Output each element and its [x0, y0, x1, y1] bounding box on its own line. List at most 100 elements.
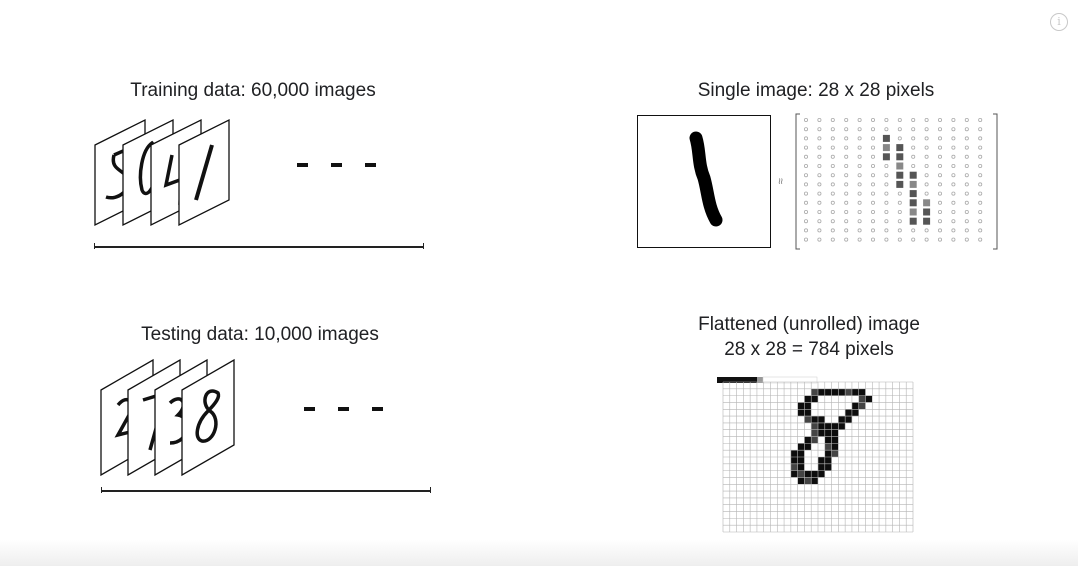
grid-pixel [797, 477, 805, 485]
grid-pixel [818, 388, 825, 396]
matrix-dot [817, 154, 822, 159]
info-icon[interactable]: i [1050, 13, 1068, 31]
grid-pixel [811, 436, 818, 444]
grid-pixel [865, 395, 873, 403]
matrix-dot [924, 182, 929, 187]
testing-ellipsis-dash [304, 407, 315, 411]
grid-pixel [824, 388, 832, 396]
matrix-dot [897, 210, 902, 215]
matrix-dot [871, 136, 876, 141]
matrix-dot [871, 182, 876, 187]
matrix-dot [897, 237, 902, 242]
matrix-dot [978, 219, 983, 224]
training-axis-tick [423, 243, 424, 249]
matrix-dot [897, 228, 902, 233]
grid-pixel [811, 470, 818, 478]
grid-pixel [831, 388, 839, 396]
matrix-dot [884, 164, 889, 169]
matrix-dot [871, 191, 876, 196]
matrix-dot [817, 164, 822, 169]
grid-pixel [804, 443, 812, 451]
matrix-dot [803, 154, 808, 159]
matrix-dot [803, 127, 808, 132]
matrix-dot [911, 127, 916, 132]
matrix-dot [830, 200, 835, 205]
matrix-dot [924, 173, 929, 178]
matrix-pixel [896, 162, 904, 170]
matrix-pixel [896, 171, 904, 179]
matrix-pixel [923, 199, 931, 207]
grid-pixel [811, 429, 818, 437]
training-digit-stack [94, 118, 230, 227]
matrix-dot [830, 118, 835, 123]
matrix-dot [964, 182, 969, 187]
matrix-dot [951, 191, 956, 196]
matrix-dot [857, 127, 862, 132]
matrix-dot [857, 210, 862, 215]
matrix-dot [937, 182, 942, 187]
matrix-dot [924, 228, 929, 233]
matrix-dot [817, 182, 822, 187]
matrix-dot [884, 210, 889, 215]
matrix-dot [857, 118, 862, 123]
grid-pixel [797, 450, 805, 457]
digit-one-image [637, 115, 771, 248]
matrix-dot [871, 210, 876, 215]
matrix-dot [817, 173, 822, 178]
matrix-dot [884, 127, 889, 132]
matrix-dot [844, 200, 849, 205]
matrix-pixel [909, 190, 917, 198]
matrix-dot [978, 127, 983, 132]
matrix-dot [884, 228, 889, 233]
matrix-dot [924, 127, 929, 132]
matrix-pixel [923, 217, 931, 225]
bottom-shade [0, 540, 1078, 566]
grid-pixel [818, 457, 825, 464]
matrix-dot [871, 173, 876, 178]
grid-pixel [804, 436, 812, 444]
matrix-dot [964, 164, 969, 169]
grid-pixel [811, 477, 818, 485]
grid-pixel [797, 457, 805, 464]
matrix-dot [964, 228, 969, 233]
matrix-dot [803, 210, 808, 215]
matrix-dot [803, 182, 808, 187]
matrix-dot [871, 219, 876, 224]
training-card-1 [178, 118, 230, 227]
matrix-dot [803, 191, 808, 196]
matrix-dot [817, 145, 822, 150]
grid-pixel [824, 429, 832, 437]
matrix-dot [951, 173, 956, 178]
matrix-dot [871, 164, 876, 169]
matrix-dot [937, 219, 942, 224]
testing-data-title: Testing data: 10,000 images [141, 324, 379, 345]
matrix-dot [857, 237, 862, 242]
matrix-dot [817, 228, 822, 233]
approx-equal-symbol: ≈ [774, 177, 787, 185]
grid-pixel [858, 402, 866, 410]
grid-pixel [804, 470, 812, 478]
grid-pixel [838, 422, 846, 430]
matrix-dot [964, 136, 969, 141]
matrix-dot [803, 118, 808, 123]
matrix-dot [911, 228, 916, 233]
matrix-dot [844, 219, 849, 224]
matrix-pixel [882, 134, 890, 142]
matrix-pixel [882, 144, 890, 152]
matrix-dot [884, 191, 889, 196]
grid-pixel [804, 416, 812, 423]
matrix-dot [830, 145, 835, 150]
matrix-dot [911, 164, 916, 169]
matrix-dot [937, 200, 942, 205]
matrix-dot [844, 145, 849, 150]
matrix-dot [857, 191, 862, 196]
matrix-dot [964, 191, 969, 196]
matrix-dot [978, 191, 983, 196]
matrix-dot [978, 200, 983, 205]
matrix-dot [978, 118, 983, 123]
grid-pixel [851, 402, 859, 410]
matrix-dot [857, 182, 862, 187]
matrix-dot [884, 200, 889, 205]
matrix-dot [817, 127, 822, 132]
matrix-dot [951, 164, 956, 169]
